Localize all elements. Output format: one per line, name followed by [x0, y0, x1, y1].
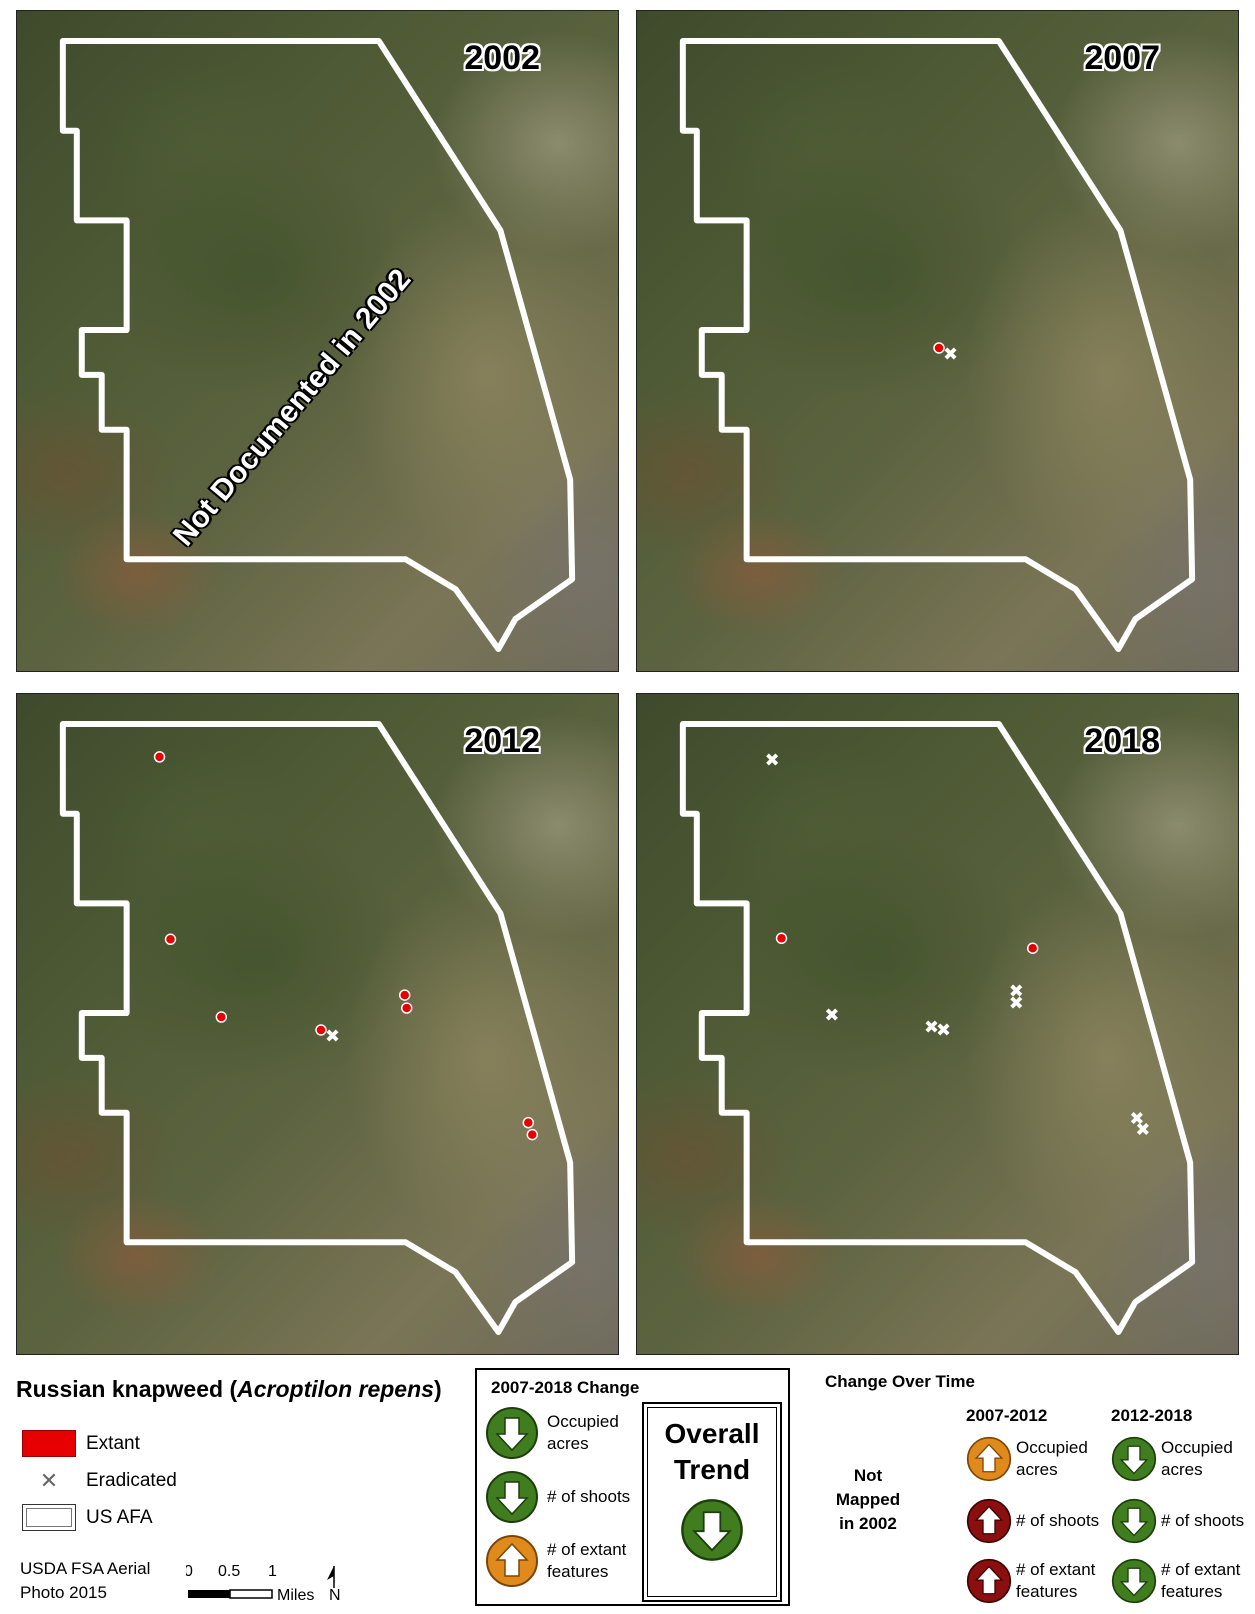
eradicated-point: ✖ [325, 1026, 340, 1047]
afa-boundary [59, 38, 576, 652]
boundary-swatch [22, 1504, 76, 1531]
scale-bar-graphic: 0 0.5 1 Miles N [184, 1563, 341, 1604]
cot-label: Occupied acres [1016, 1438, 1088, 1479]
extant-point [526, 1128, 539, 1141]
down-arrow-icon [1111, 1498, 1157, 1544]
map-overlay: ✖ [679, 38, 1196, 652]
overall-trend-label: Overall Trend [664, 1418, 760, 1485]
down-arrow-icon [1111, 1436, 1157, 1482]
eradicated-point: ✖ [1009, 981, 1024, 1002]
eradicated-point: ✖ [936, 1020, 951, 1041]
eradicated-point: ✖ [1135, 1120, 1150, 1141]
legend-title-main: Russian knapweed ( [16, 1376, 238, 1402]
change-over-time-title: Change Over Time [825, 1372, 975, 1391]
scale-tick-label: 1 [268, 1563, 277, 1580]
cot-label: # of shoots [1016, 1511, 1100, 1530]
eradicated-point: ✖ [943, 344, 958, 365]
extant-point [400, 1002, 413, 1014]
map-year-label: 2007 [1084, 39, 1160, 77]
legend-title: Russian knapweed (Acroptilon repens) [16, 1376, 442, 1403]
down-arrow-icon [486, 1407, 538, 1459]
up-arrow-icon [966, 1436, 1012, 1482]
source-line-2: Photo 2015 [20, 1583, 107, 1602]
map-panel-2012: ✖ 2012 [16, 693, 619, 1355]
extant-point [398, 989, 411, 1001]
afa-boundary [59, 721, 576, 1335]
legend-label-boundary: US AFA [86, 1506, 153, 1528]
eradicated-point: ✖ [924, 1017, 939, 1038]
cot-label: # of extant features [1016, 1560, 1096, 1601]
map-year-label: 2018 [1084, 722, 1160, 760]
map-panel-2002: 2002 Not Documented in 2002 [16, 10, 619, 672]
afa-boundary [679, 721, 1196, 1335]
extant-point [933, 342, 945, 354]
imagery-source: USDA FSA Aerial Photo 2015 [20, 1557, 150, 1605]
period-label-2012-2018: 2012-2018 [1111, 1406, 1193, 1425]
extant-point [153, 751, 166, 763]
overall-trend-box: Overall Trend [642, 1402, 782, 1602]
extant-swatch [22, 1430, 76, 1457]
down-arrow-icon [486, 1471, 538, 1523]
extant-point [164, 933, 177, 946]
eradicated-point: ✖ [1009, 993, 1024, 1014]
scale-units: Miles [277, 1587, 314, 1604]
legend-title-end: ) [433, 1376, 442, 1402]
down-arrow-icon [681, 1499, 743, 1561]
extant-point [315, 1024, 327, 1036]
cot-2007-2012-occupied-acres: Occupied acres [966, 1436, 1096, 1482]
north-label: N [329, 1587, 341, 1604]
change-row-extant-features: # of extant features [485, 1534, 637, 1588]
period-label-2007-2012: 2007-2012 [966, 1406, 1048, 1425]
cot-2012-2018-occupied-acres: Occupied acres [1111, 1436, 1241, 1482]
scale-bar: 0 0.5 1 Miles N [184, 1560, 346, 1614]
up-arrow-icon [486, 1535, 538, 1587]
cot-label: # of shoots [1161, 1511, 1245, 1530]
eradicated-point: ✖ [824, 1005, 839, 1026]
legend-row-boundary: US AFA [22, 1504, 153, 1531]
map-overlay: ✖ [59, 721, 576, 1335]
map-overlay [59, 38, 576, 652]
eradicated-point: ✖ [1129, 1109, 1144, 1130]
eradicated-point: ✖ [765, 750, 780, 771]
change-row-occupied-acres: Occupied acres [485, 1406, 637, 1460]
north-arrow-icon [327, 1566, 334, 1580]
eradicated-icon: ✕ [39, 1468, 59, 1493]
legend-label-extant: Extant [86, 1432, 140, 1454]
up-arrow-icon [966, 1558, 1012, 1604]
cot-2007-2012-extant-features: # of extant features [966, 1558, 1106, 1604]
extant-point [1026, 942, 1039, 954]
scale-tick-label: 0 [186, 1563, 193, 1580]
cot-2012-2018-shoots: # of shoots [1111, 1498, 1244, 1544]
scale-tick-label: 0.5 [218, 1563, 240, 1580]
cot-label: Occupied acres [1161, 1438, 1233, 1479]
change-label: # of extant features [547, 1540, 627, 1581]
change-row-shoots: # of shoots [485, 1470, 630, 1524]
cot-2012-2018-extant-features: # of extant features [1111, 1558, 1251, 1604]
source-line-1: USDA FSA Aerial [20, 1559, 151, 1578]
map-panel-2007: ✖ 2007 [636, 10, 1239, 672]
legend-row-eradicated: ✕ Eradicated [22, 1468, 177, 1494]
map-year-label: 2002 [464, 39, 540, 77]
cot-label: # of extant features [1161, 1560, 1241, 1601]
legend-label-eradicated: Eradicated [86, 1470, 177, 1491]
cot-2007-2012-shoots: # of shoots [966, 1498, 1099, 1544]
change-box-title: 2007-2018 Change [491, 1378, 640, 1397]
extant-point [775, 932, 788, 945]
change-label: Occupied acres [547, 1412, 619, 1453]
down-arrow-icon [1111, 1558, 1157, 1604]
map-year-label: 2012 [464, 722, 540, 760]
map-panel-2018: ✖ ✖ ✖ ✖ ✖ ✖ ✖ ✖ 2018 [636, 693, 1239, 1355]
not-mapped-label: Not Mapped in 2002 [835, 1466, 901, 1533]
extant-point [215, 1011, 228, 1023]
up-arrow-icon [966, 1498, 1012, 1544]
change-label: # of shoots [547, 1487, 631, 1506]
legend-row-extant: Extant [22, 1430, 140, 1457]
map-overlay: ✖ ✖ ✖ ✖ ✖ ✖ ✖ ✖ [679, 721, 1196, 1335]
legend-title-species: Acroptilon repens [237, 1376, 434, 1402]
afa-boundary [679, 38, 1196, 652]
change-2007-2018-box: 2007-2018 Change Occupied acres # of sho… [475, 1368, 790, 1606]
extant-point [522, 1116, 535, 1129]
